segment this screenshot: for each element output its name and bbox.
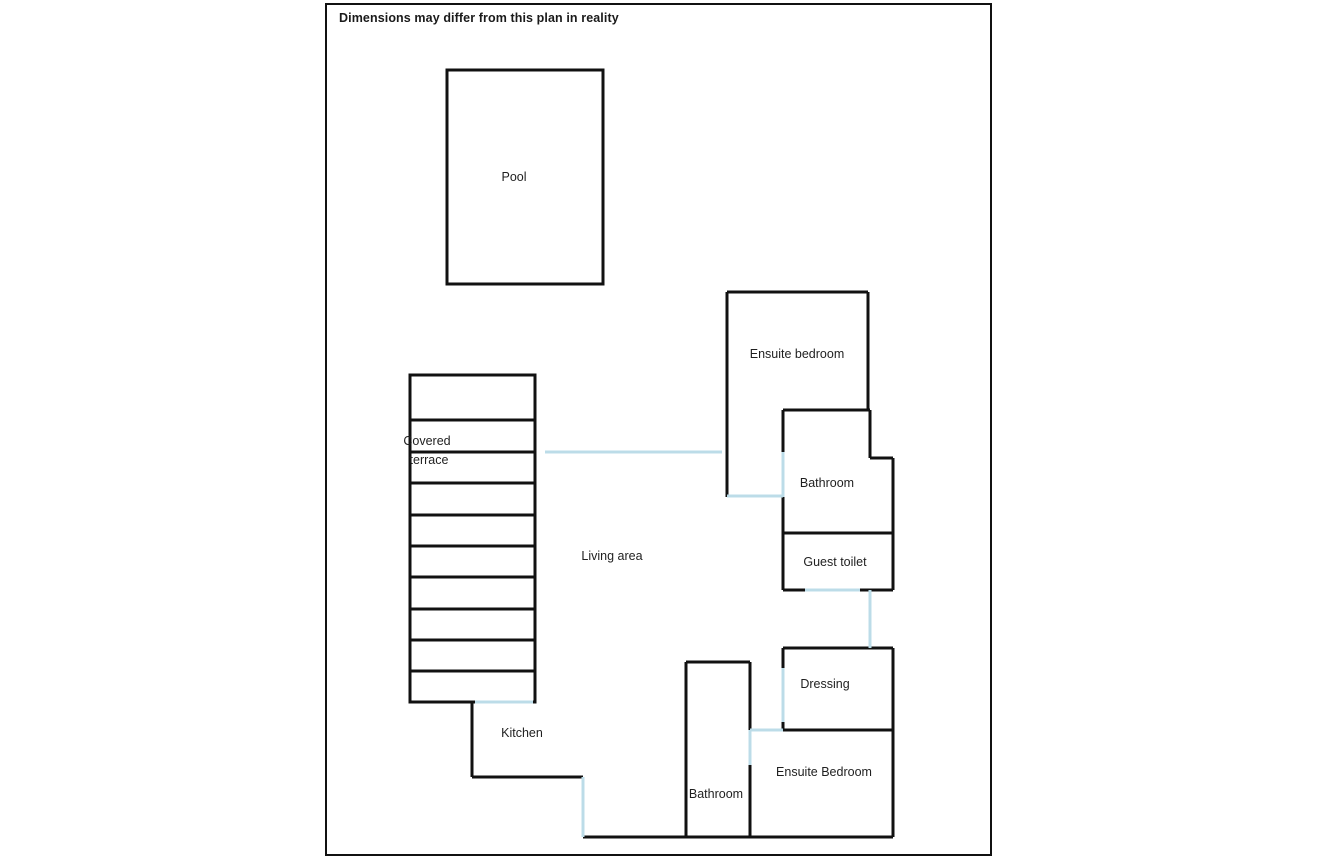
room-label-bathroom-top: Bathroom bbox=[799, 476, 855, 490]
room-label-pool: Pool bbox=[501, 170, 527, 184]
room-label-covered-terrace2: terrace bbox=[409, 453, 449, 467]
room-label-bathroom-bottom: Bathroom bbox=[688, 787, 744, 801]
plan-disclaimer-note: Dimensions may differ from this plan in … bbox=[339, 11, 619, 25]
room-label-living-area: Living area bbox=[581, 549, 643, 563]
room-label-kitchen: Kitchen bbox=[501, 726, 543, 740]
room-label-ensuite-bedroom-top: Ensuite bedroom bbox=[749, 347, 845, 361]
plan-frame-border bbox=[325, 3, 992, 856]
room-label-dressing: Dressing bbox=[800, 677, 850, 691]
room-label-ensuite-bedroom-bottom: Ensuite Bedroom bbox=[776, 765, 872, 779]
room-label-guest-toilet: Guest toilet bbox=[803, 555, 867, 569]
room-label-covered-terrace: Covered bbox=[403, 434, 451, 448]
